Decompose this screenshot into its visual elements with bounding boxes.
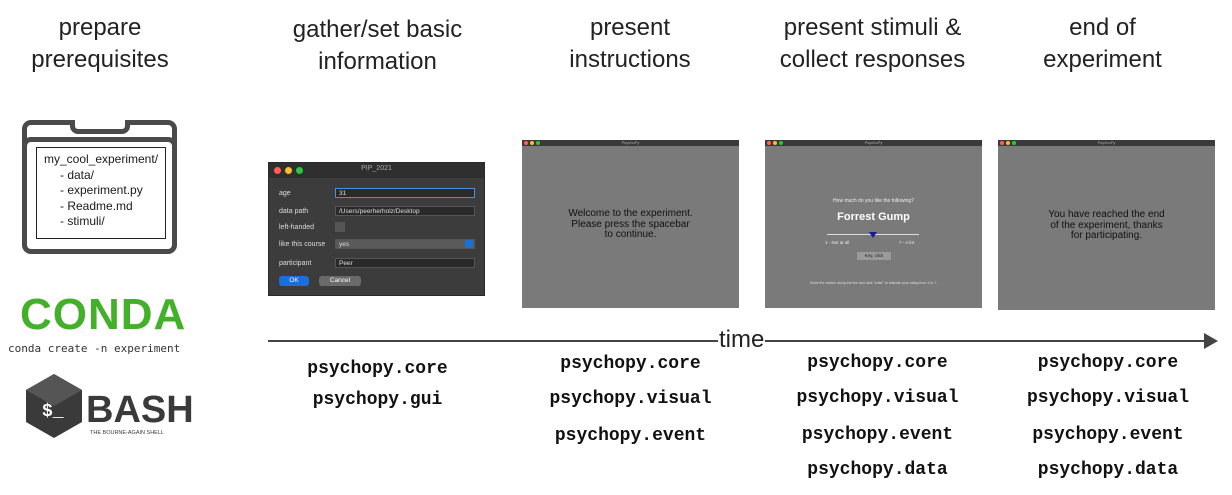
folder-line: - stimuli/ [60,214,105,228]
stage-title-prepare: prepare prerequisites [20,12,180,76]
module-label: psychopy.event [801,425,954,445]
bash-tagline: THE BOURNE-AGAIN SHELL [90,430,164,436]
instructions-line: Welcome to the experiment. [568,208,693,219]
module-label: psychopy.core [307,359,448,379]
module-label: psychopy.gui [312,390,443,410]
stimulus-text: Forrest Gump [837,211,910,223]
age-input[interactable]: 31 [335,188,475,198]
bash-prompt: $_ [42,402,64,422]
conda-command: conda create -n experiment [8,342,181,355]
ok-button[interactable]: OK [279,276,309,286]
participant-input[interactable]: Peer [335,258,475,268]
conda-logo: CONDA [20,290,187,339]
close-dot-icon[interactable] [274,167,281,174]
stage-title-line: information [318,48,437,75]
module-label: psychopy.visual [1026,388,1190,408]
window-titlebar: PsychoPy [998,140,1215,146]
instructions-window: PsychoPy Welcome to the experiment. Plea… [522,140,739,308]
scale-low-label: 1 - Not at all [825,240,850,245]
instructions-text: Welcome to the experiment. Please press … [522,208,739,241]
age-label: age [279,190,291,197]
stage-title-line: prerequisites [31,46,169,73]
stage-title-line: end of [1069,14,1136,41]
stage-title-stimuli: present stimuli & collect responses [765,12,980,76]
stage-title-end: end of experiment [1000,12,1205,76]
window-titlebar: PsychoPy [765,140,982,146]
dialog-titlebar: PIP_2021 [269,163,484,178]
folder-line: my_cool_experiment/ [43,152,159,166]
module-label: psychopy.event [554,426,707,446]
data-path-input[interactable]: /Users/peerherholz/Desktop [335,206,475,216]
stage-title-line: gather/set basic [292,16,463,43]
module-label: psychopy.data [807,460,948,480]
end-text: You have reached the end of the experime… [998,209,1215,242]
maximize-dot-icon[interactable] [779,141,783,145]
module-label: psychopy.core [560,354,701,374]
module-label: psychopy.core [807,353,948,373]
end-window: PsychoPy You have reached the end of the… [998,140,1215,310]
module-label: psychopy.event [1032,425,1184,445]
stage-title-line: instructions [569,46,691,73]
folder-line: - data/ [60,167,95,182]
stage-title-line: prepare [58,14,142,41]
folder-line: - experiment.py [60,183,143,197]
stage-title-gather: gather/set basic information [270,14,485,78]
dialog-title: PIP_2021 [361,165,392,172]
course-select-value: yes [339,241,350,248]
close-dot-icon[interactable] [767,141,771,145]
course-label: like this course [279,241,326,248]
instructions-line: Please press the spacebar [571,218,690,230]
cancel-button[interactable]: Cancel [319,276,361,286]
left-handed-checkbox[interactable] [335,222,345,232]
end-line: of the experiment, thanks [1050,219,1163,231]
maximize-dot-icon[interactable] [536,141,540,145]
end-line: You have reached the end [1048,209,1165,220]
close-dot-icon[interactable] [1000,141,1004,145]
rating-footer: Move the marker along the line and click… [809,281,938,285]
timeline-label: time [718,326,766,354]
bash-logo-icon: $_ BASH THE BOURNE-AGAIN SHELL [26,374,194,438]
maximize-dot-icon[interactable] [296,167,303,174]
rating-question: How much do you like the following? [833,198,914,204]
module-label: psychopy.visual [796,388,959,408]
participant-label: participant [279,260,312,267]
rating-marker-icon[interactable] [869,232,877,238]
left-handed-label: left-handed [279,224,315,231]
close-dot-icon[interactable] [524,141,528,145]
scale-high-label: 7 - A lot [899,240,915,245]
end-line: for participating. [1070,230,1143,241]
bash-wordmark: BASH [86,389,194,431]
course-select[interactable]: yes [335,239,475,249]
module-label: psychopy.data [1037,460,1179,480]
select-chevron-icon [465,240,473,248]
folder-notch [70,120,130,134]
rating-accept-button[interactable]: Key, click [857,252,891,260]
minimize-dot-icon[interactable] [285,167,292,174]
instructions-line: to continue. [604,229,657,240]
minimize-dot-icon[interactable] [773,141,777,145]
window-title: PsychoPy [864,140,883,145]
data-path-label: data path [279,208,309,215]
module-label: psychopy.core [1037,353,1179,373]
info-dialog-window: PIP_2021 age 31 data path /Users/peerher… [268,162,485,296]
module-label: psychopy.visual [549,389,712,409]
window-titlebar: PsychoPy [522,140,739,146]
window-title: PsychoPy [1097,140,1116,145]
stage-title-line: present [589,14,671,41]
window-title: PsychoPy [621,140,640,145]
folder-structure: my_cool_experiment/ - data/ - experiment… [36,147,166,239]
minimize-dot-icon[interactable] [1006,141,1010,145]
minimize-dot-icon[interactable] [530,141,534,145]
arrowhead-icon [1204,333,1218,349]
stage-title-line: present stimuli & [783,14,962,41]
rating-window: PsychoPy How much do you like the follow… [765,140,982,308]
stage-title-line: experiment [1043,46,1162,73]
stage-title-line: collect responses [779,46,966,73]
folder-line: - Readme.md [60,198,133,213]
stage-title-instructions: present instructions [530,12,730,76]
maximize-dot-icon[interactable] [1012,141,1016,145]
